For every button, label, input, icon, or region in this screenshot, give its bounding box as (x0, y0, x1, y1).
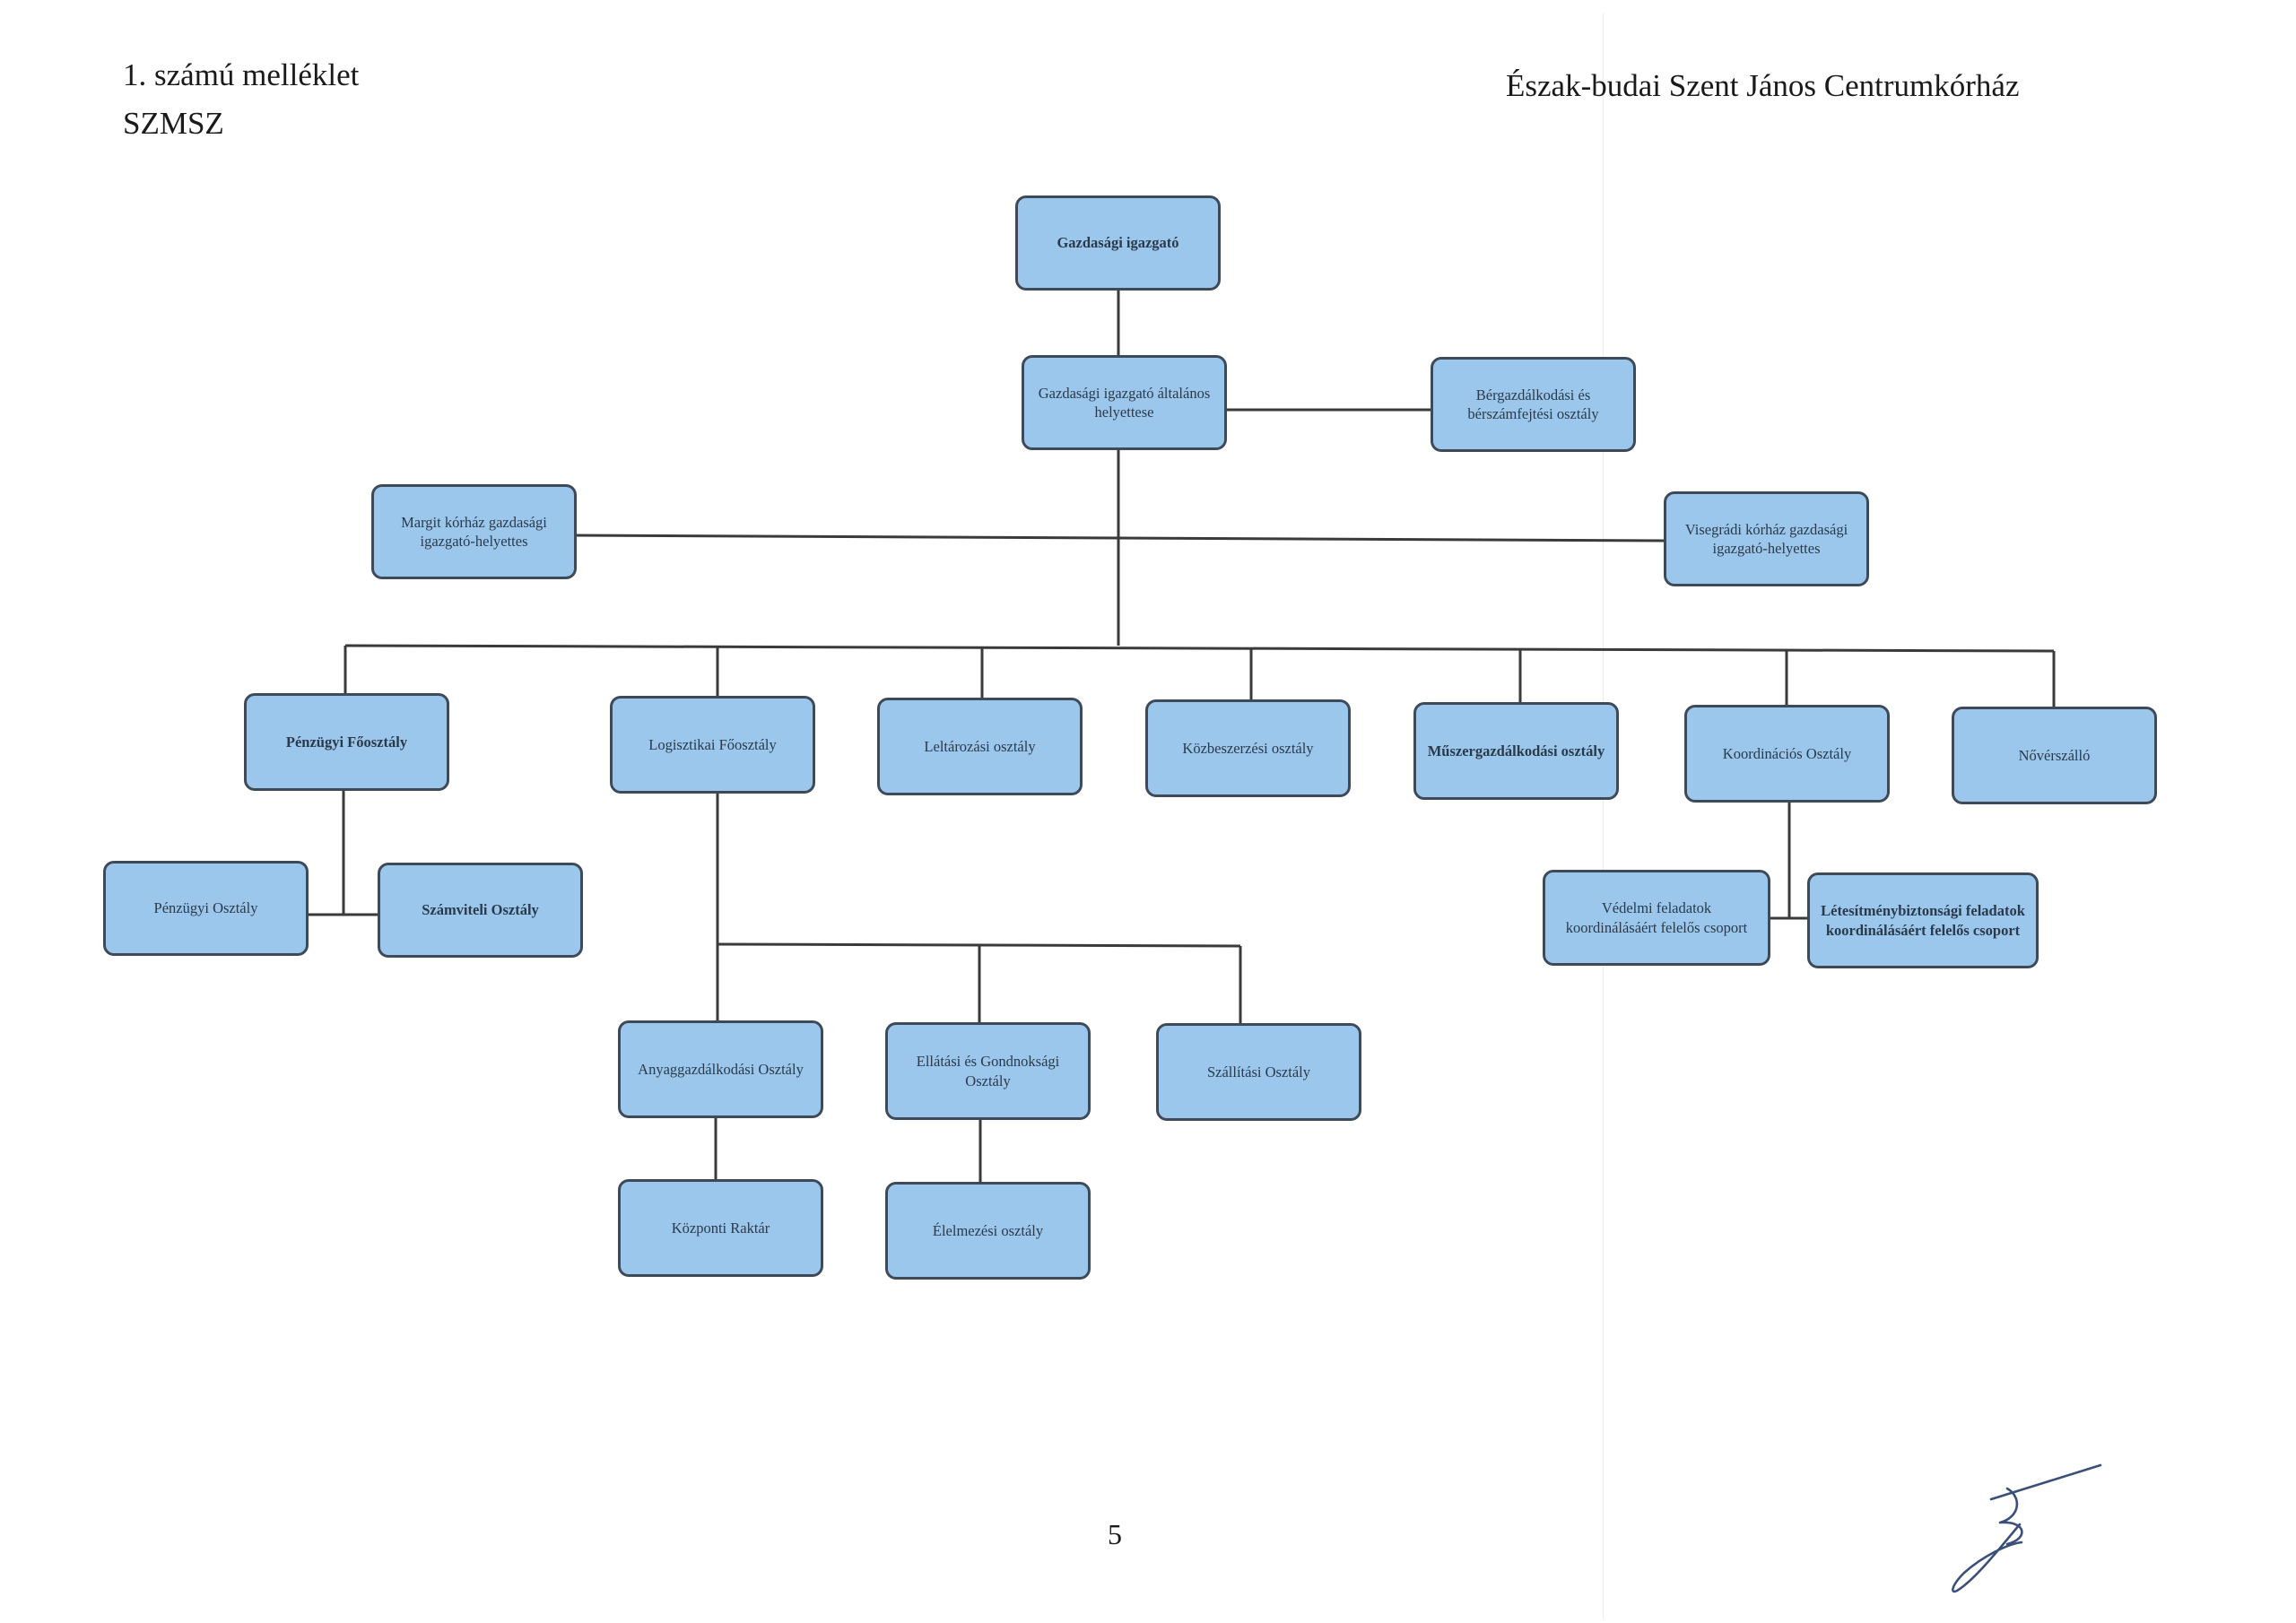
org-box-label: Visegrádi kórház gazdasági igazgató-hely… (1684, 520, 1848, 557)
scan-edge-line (1603, 13, 1604, 1619)
connector-department-bus (344, 644, 2055, 653)
org-box-penzugyi-foosztaly: Pénzügyi Főosztály (244, 693, 449, 791)
page-number: 5 (1108, 1518, 1122, 1550)
org-box-noverszallo: Nővérszálló (1952, 707, 2157, 804)
org-box-elelmezesi: Élelmezési osztály (885, 1182, 1091, 1280)
org-box-szallitasi: Szállítási Osztály (1156, 1023, 1361, 1121)
org-box-label: Élelmezési osztály (932, 1221, 1044, 1239)
annex-label: 1. számú melléklet (123, 57, 360, 92)
org-box-szamviteli: Számviteli Osztály (378, 863, 583, 958)
org-box-label: Műszergazdálkodási osztály (1427, 742, 1605, 759)
hospital-name: Észak-budai Szent János Centrumkórház (1506, 68, 2020, 103)
org-box-kozbeszerzesi: Közbeszerzési osztály (1145, 699, 1351, 797)
org-box-logisztikai-foosztaly: Logisztikai Főosztály (610, 696, 815, 794)
org-box-letesitmeny: Létesítménybiztonsági feladatok koordiná… (1807, 872, 2039, 968)
org-box-penzugyi-osztaly: Pénzügyi Osztály (103, 861, 309, 956)
org-box-gazdasagi-igazgato: Gazdasági igazgató (1015, 195, 1221, 291)
org-box-altalanos-helyettes: Gazdasági igazgató általános helyettese (1022, 355, 1227, 450)
org-box-label: Pénzügyi Főosztály (285, 733, 408, 751)
org-box-vedelmi: Védelmi feladatok koordinálásáért felelő… (1543, 870, 1770, 966)
connector-hospital-deputies (573, 534, 1666, 542)
org-box-label: Központi Raktár (671, 1219, 770, 1237)
org-box-berg-osztaly: Bérgazdálkodási és bérszámfejtési osztál… (1431, 357, 1636, 452)
org-box-label: Számviteli Osztály (422, 901, 539, 919)
org-box-margit-helyettes: Margit kórház gazdasági igazgató-helyett… (371, 484, 577, 579)
org-box-ellatasi: Ellátási és Gondnoksági Osztály (885, 1022, 1091, 1120)
org-box-label: Margit kórház gazdasági igazgató-helyett… (401, 513, 547, 550)
org-box-visegradi-helyettes: Visegrádi kórház gazdasági igazgató-hely… (1664, 491, 1869, 586)
org-box-muszergazdalkodasi: Műszergazdálkodási osztály (1413, 702, 1619, 800)
org-box-koordinacios: Koordinációs Osztály (1684, 705, 1890, 803)
org-box-label: Létesítménybiztonsági feladatok koordiná… (1821, 902, 2025, 939)
org-box-label: Ellátási és Gondnoksági Osztály (916, 1053, 1060, 1089)
org-box-label: Leltározási osztály (924, 737, 1036, 755)
org-box-label: Gazdasági igazgató általános helyettese (1038, 384, 1211, 421)
org-box-label: Nővérszálló (2018, 746, 2091, 764)
org-box-label: Bérgazdálkodási és bérszámfejtési osztál… (1467, 386, 1599, 422)
org-box-kozponti-raktar: Központi Raktár (618, 1179, 823, 1277)
document-label: SZMSZ (123, 106, 224, 141)
org-box-label: Szállítási Osztály (1206, 1063, 1311, 1081)
org-box-label: Logisztikai Főosztály (648, 735, 777, 753)
signature-icon (1952, 1463, 2102, 1593)
org-box-label: Koordinációs Osztály (1722, 744, 1852, 762)
org-box-label: Pénzügyi Osztály (153, 899, 258, 917)
org-box-label: Közbeszerzési osztály (1182, 739, 1314, 757)
org-box-anyaggazdalkodasi: Anyaggazdálkodási Osztály (618, 1020, 823, 1118)
org-box-label: Gazdasági igazgató (1057, 234, 1179, 252)
org-box-label: Anyaggazdálkodási Osztály (638, 1060, 804, 1078)
org-box-label: Védelmi feladatok koordinálásáért felelő… (1565, 899, 1748, 936)
org-box-leltarozasi: Leltározási osztály (877, 698, 1083, 795)
